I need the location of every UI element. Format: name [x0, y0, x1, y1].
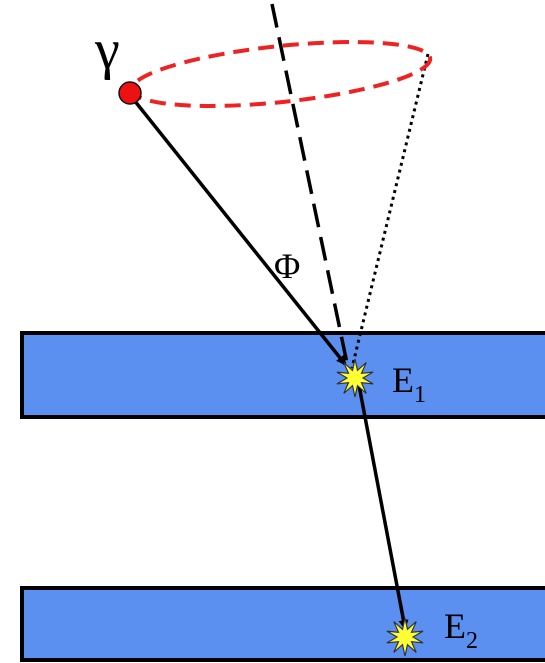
interaction-starburst-icon-upper: [336, 358, 374, 398]
gamma-source-dot-icon: [118, 81, 142, 105]
incident-gamma-track: [128, 93, 347, 366]
e1-label-main: E: [392, 360, 414, 400]
phi-label: Φ: [274, 246, 300, 286]
cone-edge-line: [350, 53, 430, 369]
detector-plane-lower: [20, 586, 545, 662]
e1-label-subscript: 1: [414, 382, 426, 408]
e2-label: E2: [444, 606, 478, 654]
gamma-label: γ: [94, 19, 120, 81]
e1-label: E1: [392, 360, 426, 408]
scattered-gamma-track: [356, 379, 409, 630]
cone-axis-line: [270, 3, 350, 369]
e2-label-subscript: 2: [466, 628, 478, 654]
detector-plane-upper: [20, 331, 545, 419]
e2-label-main: E: [444, 606, 466, 646]
interaction-starburst-icon-lower: [386, 617, 424, 657]
